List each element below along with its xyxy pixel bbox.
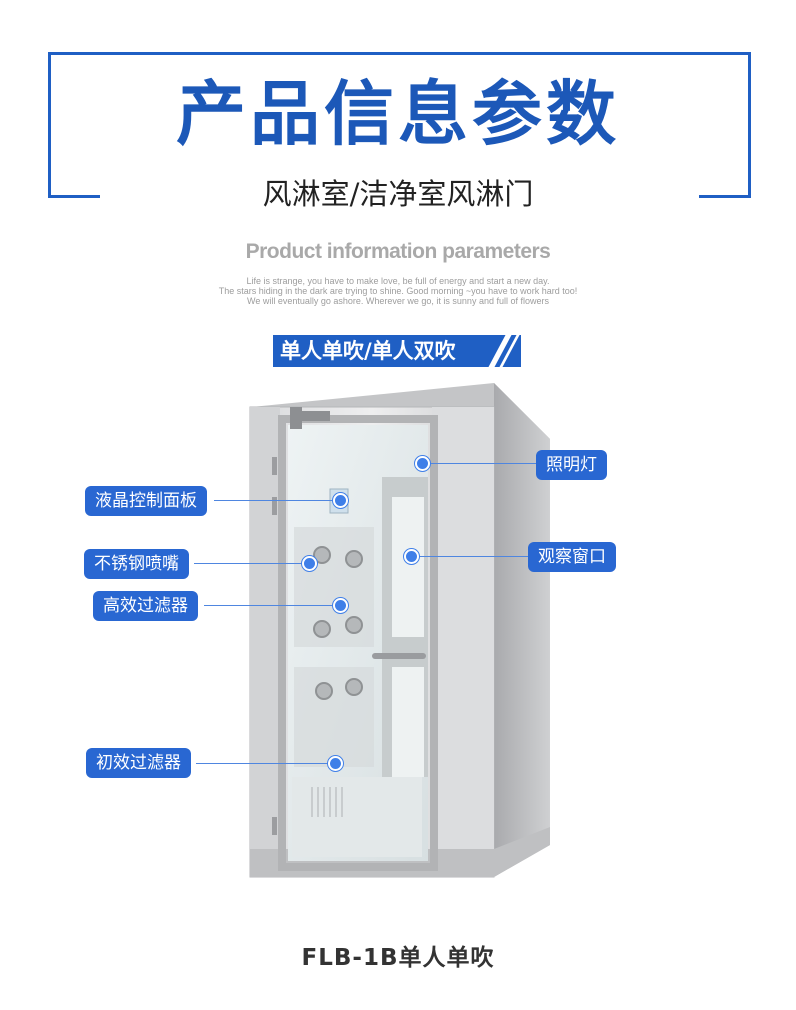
frame-top-border bbox=[48, 52, 751, 55]
page-subtitle: 风淋室/洁净室风淋门 bbox=[262, 177, 534, 211]
english-tagline: Life is strange, you have to make love, … bbox=[0, 276, 796, 306]
variant-tag-label: 单人单吹/单人双吹 bbox=[280, 339, 456, 363]
lighting-leader-line bbox=[424, 463, 536, 464]
frame-left-border bbox=[48, 52, 51, 198]
lighting-label: 照明灯 bbox=[536, 450, 607, 480]
nozzle-marker bbox=[302, 556, 317, 571]
frame-bottom-left-border bbox=[48, 195, 100, 198]
page-title: 产品信息参数 bbox=[176, 73, 620, 155]
lcd-panel-label: 液晶控制面板 bbox=[85, 486, 207, 516]
observation-window-label: 观察窗口 bbox=[528, 542, 616, 572]
nozzle-label: 不锈钢喷嘴 bbox=[84, 549, 189, 579]
english-line-2: The stars hiding in the dark are trying … bbox=[218, 286, 578, 296]
primary-filter-marker bbox=[328, 756, 343, 771]
lcd-panel-marker bbox=[333, 493, 348, 508]
hepa-filter-label: 高效过滤器 bbox=[93, 591, 198, 621]
english-title: Product information parameters bbox=[245, 240, 551, 263]
model-caption: FLB-1B单人单吹 bbox=[301, 945, 495, 971]
frame-right-border bbox=[748, 52, 751, 198]
primary-filter-label: 初效过滤器 bbox=[86, 748, 191, 778]
air-shower-illustration bbox=[249, 383, 550, 878]
hepa-filter-marker bbox=[333, 598, 348, 613]
english-line-3: We will eventually go ashore. Wherever w… bbox=[247, 296, 549, 306]
english-line-1: Life is strange, you have to make love, … bbox=[246, 276, 550, 286]
observation-window-leader-line bbox=[412, 556, 530, 557]
variant-tag bbox=[273, 335, 521, 367]
lighting-marker bbox=[415, 456, 430, 471]
frame-bottom-right-border bbox=[699, 195, 751, 198]
observation-window-marker bbox=[404, 549, 419, 564]
nozzle-leader-line bbox=[194, 563, 306, 564]
hepa-filter-leader-line bbox=[204, 605, 338, 606]
lcd-panel-leader-line bbox=[214, 500, 338, 501]
primary-filter-leader-line bbox=[196, 763, 334, 764]
